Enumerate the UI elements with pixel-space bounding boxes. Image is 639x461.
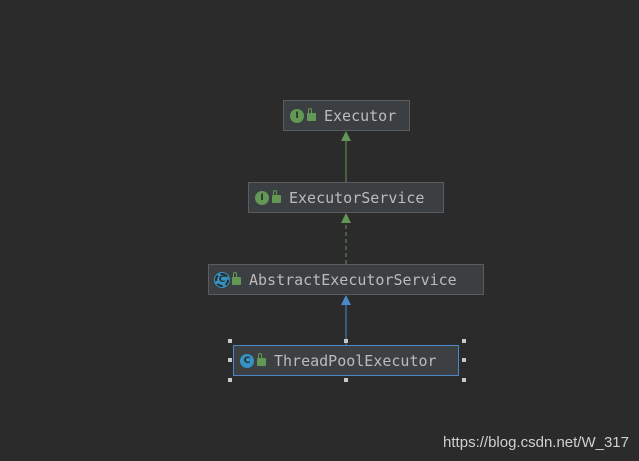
abstract-class-icon: C <box>214 271 230 288</box>
node-executor[interactable]: I Executor <box>283 100 410 131</box>
resize-handle-bottom-right[interactable] <box>462 378 466 382</box>
lock-icon <box>272 190 281 203</box>
arrowhead-abstractexecutorservice <box>341 295 351 305</box>
resize-handle-top-left[interactable] <box>228 339 232 343</box>
node-label: ExecutorService <box>289 188 425 207</box>
node-abstract-executor-service[interactable]: C AbstractExecutorService <box>208 264 484 295</box>
interface-icon: I <box>255 190 269 205</box>
resize-handle-bottom-left[interactable] <box>228 378 232 382</box>
lock-icon <box>307 108 316 121</box>
arrowhead-executor <box>341 131 351 141</box>
node-thread-pool-executor[interactable]: C ThreadPoolExecutor <box>233 345 459 376</box>
class-icon: C <box>240 353 254 368</box>
resize-handle-bottom-center[interactable] <box>344 378 348 382</box>
resize-handle-top-right[interactable] <box>462 339 466 343</box>
lock-icon <box>257 353 266 366</box>
watermark: https://blog.csdn.net/W_317 <box>443 434 629 451</box>
resize-handle-middle-right[interactable] <box>462 358 466 362</box>
node-executor-service[interactable]: I ExecutorService <box>248 182 444 213</box>
node-label: AbstractExecutorService <box>249 270 457 289</box>
interface-icon: I <box>290 108 304 123</box>
node-label: Executor <box>324 106 397 125</box>
node-label: ThreadPoolExecutor <box>274 351 437 370</box>
resize-handle-middle-left[interactable] <box>228 358 232 362</box>
resize-handle-top-center[interactable] <box>344 339 348 343</box>
arrowhead-executorservice <box>341 213 351 223</box>
lock-icon <box>232 272 241 285</box>
